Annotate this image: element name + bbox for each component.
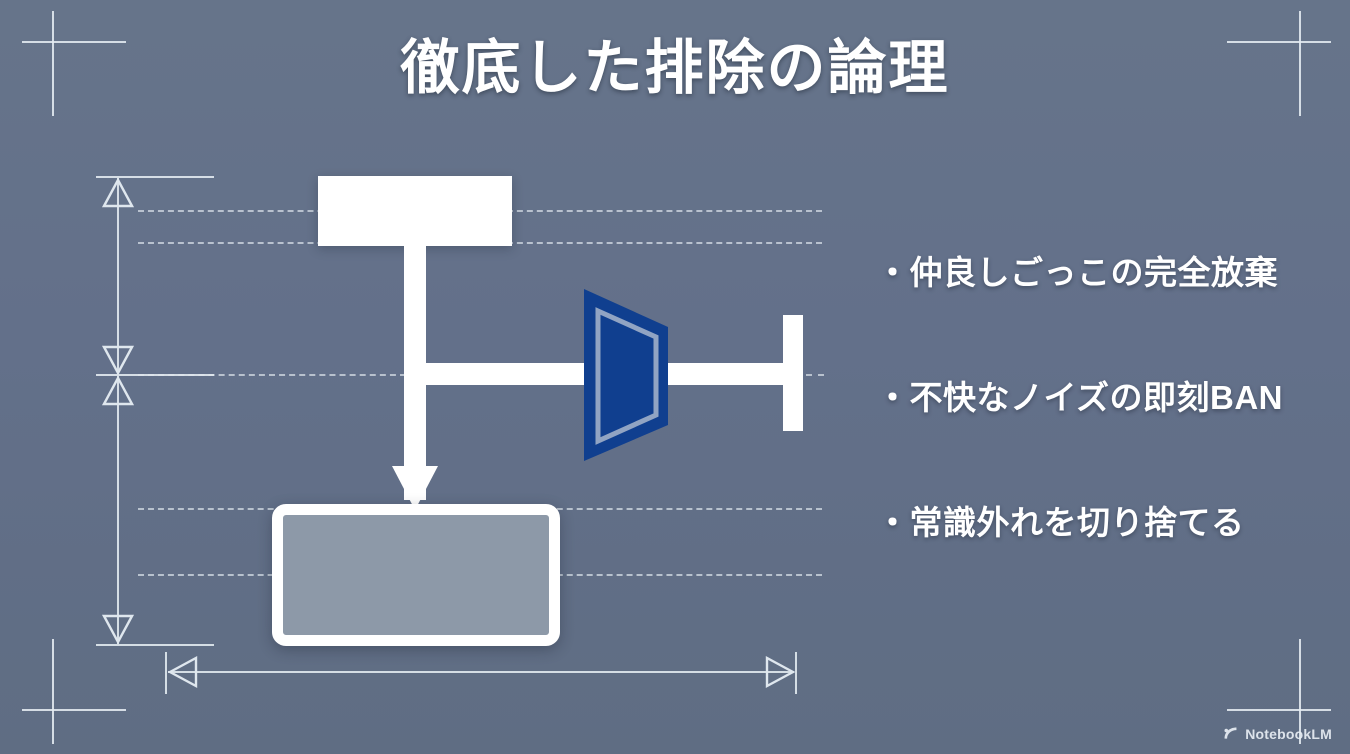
corner-mark-horizontal — [1227, 709, 1331, 711]
diagram-branch-bar-right — [665, 363, 803, 385]
guide-line-3-right — [806, 374, 824, 376]
bullet-marker: ・ — [876, 504, 910, 541]
dimension-tick-right — [795, 652, 797, 694]
notebooklm-spiral-icon — [1224, 727, 1237, 739]
list-item: ・常識外れを切り捨てる — [876, 496, 1306, 544]
corner-mark-vertical — [1299, 639, 1301, 744]
dimension-arrow-mid-lower-icon — [102, 376, 134, 406]
diagram-down-arrow-icon — [392, 466, 438, 510]
dimension-tick-mid — [96, 374, 214, 376]
bullet-marker: ・ — [876, 254, 910, 291]
bullet-marker: ・ — [876, 379, 910, 416]
list-item: ・不快なノイズの即刻BAN — [876, 371, 1306, 419]
corner-mark-vertical — [52, 639, 54, 744]
dimension-line-vertical-lower — [117, 376, 119, 644]
slide-title: 徹底した排除の論理 — [400, 35, 950, 101]
diagram-gate-icon — [584, 289, 668, 461]
dimension-line-vertical-upper — [117, 178, 119, 374]
list-item: ・仲良しごっこの完全放棄 — [876, 246, 1306, 294]
corner-mark-vertical — [52, 11, 54, 116]
notebooklm-watermark: NotebookLM — [1222, 725, 1332, 742]
corner-mark-bottom-right — [1210, 614, 1350, 754]
dimension-arrow-left-icon — [168, 656, 198, 688]
corner-mark-horizontal — [22, 41, 126, 43]
corner-mark-vertical — [1299, 11, 1301, 116]
corner-mark-horizontal — [1227, 41, 1331, 43]
dimension-line-horizontal — [168, 671, 794, 673]
dimension-tick-left — [165, 652, 167, 694]
dimension-tick-bottom — [96, 644, 214, 646]
diagram-branch-bar-left — [404, 363, 600, 385]
corner-mark-bottom-left — [0, 614, 140, 754]
dimension-arrow-mid-upper-icon — [102, 345, 134, 375]
dimension-arrow-right-icon — [765, 656, 795, 688]
dimension-arrow-top-icon — [102, 178, 134, 208]
dimension-tick-top — [96, 176, 214, 178]
bullet-text: 常識外れを切り捨てる — [909, 504, 1245, 541]
diagram-bottom-node — [272, 504, 560, 646]
corner-mark-top-left — [0, 0, 140, 140]
guide-line-3-left — [138, 374, 406, 376]
corner-mark-horizontal — [22, 709, 126, 711]
bullet-list: ・仲良しごっこの完全放棄 ・不快なノイズの即刻BAN ・常識外れを切り捨てる — [876, 246, 1306, 544]
bullet-text: 不快なノイズの即刻BAN — [909, 379, 1284, 416]
corner-mark-top-right — [1210, 0, 1350, 140]
watermark-label: NotebookLM — [1245, 725, 1332, 742]
diagram-end-tee — [783, 315, 803, 431]
dimension-arrow-bottom-icon — [102, 614, 134, 644]
diagram-top-node — [318, 176, 512, 246]
bullet-text: 仲良しごっこの完全放棄 — [909, 254, 1278, 291]
